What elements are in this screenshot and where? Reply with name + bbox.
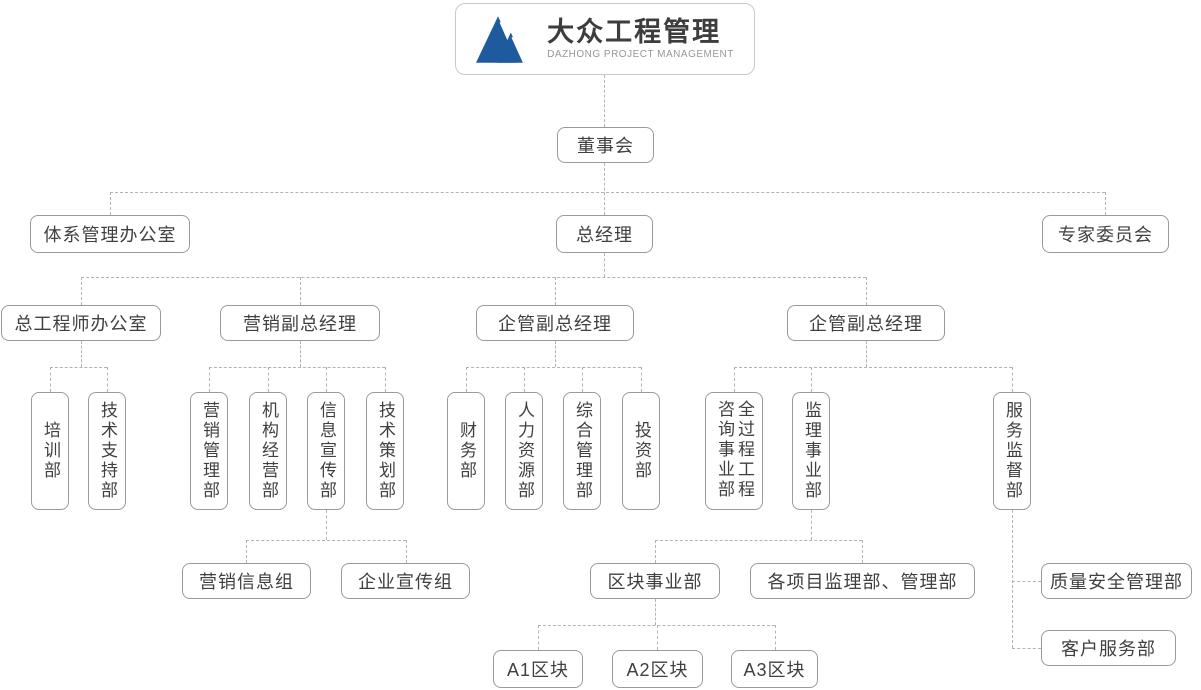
connector (110, 192, 111, 215)
connector (50, 367, 107, 368)
connector (326, 367, 327, 392)
connector (300, 341, 301, 367)
node-system-management-office: 体系管理办公室 (30, 215, 190, 253)
mountain-logo-icon (476, 15, 534, 63)
connector (734, 367, 735, 392)
connector (604, 163, 605, 215)
connector (582, 367, 583, 392)
connector (866, 341, 867, 367)
node-hr-dept: 人力资源部 (505, 392, 543, 510)
connector (655, 540, 862, 541)
logo-subtitle: DAZHONG PROJECT MANAGEMENT (547, 49, 734, 61)
node-marketing-info-group: 营销信息组 (182, 563, 311, 599)
node-whole-process-consulting-dept: 全过程工程咨询事业部 (705, 392, 763, 510)
node-general-mgmt-dept: 综合管理部 (563, 392, 601, 510)
connector (604, 253, 605, 277)
node-info-publicity-dept: 信息宣传部 (307, 392, 345, 510)
connector (1012, 367, 1013, 392)
node-investment-dept: 投资部 (622, 392, 660, 510)
connector (466, 367, 641, 368)
connector (209, 367, 210, 392)
connector (268, 367, 269, 392)
node-block-business-dept: 区块事业部 (590, 563, 720, 599)
connector (209, 367, 385, 368)
connector (811, 367, 812, 392)
connector (734, 367, 1012, 368)
connector (50, 367, 51, 392)
connector (81, 277, 866, 278)
connector (466, 367, 467, 392)
connector (81, 341, 82, 367)
connector (110, 192, 1105, 193)
connector (811, 510, 812, 540)
connector (555, 277, 556, 305)
connector (326, 510, 327, 540)
connector (862, 540, 863, 563)
node-chief-engineer-office: 总工程师办公室 (1, 305, 161, 341)
node-marketing-mgmt-dept: 营销管理部 (190, 392, 228, 510)
connector (1012, 510, 1013, 648)
node-supervision-business-dept: 监理事业部 (792, 392, 830, 510)
connector (406, 540, 407, 563)
connector (655, 599, 656, 625)
logo-title: 大众工程管理 (547, 16, 722, 47)
node-a3-block: A3区块 (731, 650, 818, 688)
node-finance-dept: 财务部 (447, 392, 485, 510)
connector (1012, 648, 1041, 649)
node-marketing-deputy-gm: 营销副总经理 (220, 305, 380, 341)
connector (775, 625, 776, 650)
node-tech-support-dept: 技术支持部 (88, 392, 126, 510)
connector (246, 540, 406, 541)
connector (1105, 192, 1106, 215)
node-tech-planning-dept: 技术策划部 (366, 392, 404, 510)
node-customer-service-dept: 客户服务部 (1041, 630, 1176, 666)
node-training-dept: 培训部 (31, 392, 69, 510)
logo-box: 大众工程管理 DAZHONG PROJECT MANAGEMENT (455, 3, 755, 75)
connector (524, 367, 525, 392)
connector (300, 277, 301, 305)
node-board-of-directors: 董事会 (557, 127, 654, 163)
node-general-manager: 总经理 (556, 215, 653, 253)
connector (107, 367, 108, 392)
node-project-supervision-mgmt-depts: 各项目监理部、管理部 (750, 563, 975, 599)
connector (385, 367, 386, 392)
connector (655, 540, 656, 563)
connector (641, 367, 642, 392)
connector (538, 625, 539, 650)
node-a2-block: A2区块 (612, 650, 703, 688)
node-expert-committee: 专家委员会 (1042, 215, 1169, 253)
node-enterprise-mgmt-deputy-gm-2: 企管副总经理 (787, 305, 945, 341)
node-enterprise-mgmt-deputy-gm-1: 企管副总经理 (476, 305, 634, 341)
connector (538, 625, 775, 626)
connector (657, 625, 658, 650)
connector (81, 277, 82, 305)
connector (555, 341, 556, 367)
node-service-supervision-dept: 服务监督部 (993, 392, 1031, 510)
node-quality-safety-dept: 质量安全管理部 (1041, 563, 1192, 599)
connector (246, 540, 247, 563)
logo-text: 大众工程管理 DAZHONG PROJECT MANAGEMENT (547, 16, 734, 61)
connector (1012, 581, 1041, 582)
connector (866, 277, 867, 305)
node-corporate-publicity-group: 企业宣传组 (341, 563, 470, 599)
node-a1-block: A1区块 (493, 650, 583, 688)
node-institution-operation-dept: 机构经营部 (249, 392, 287, 510)
connector (604, 75, 605, 127)
